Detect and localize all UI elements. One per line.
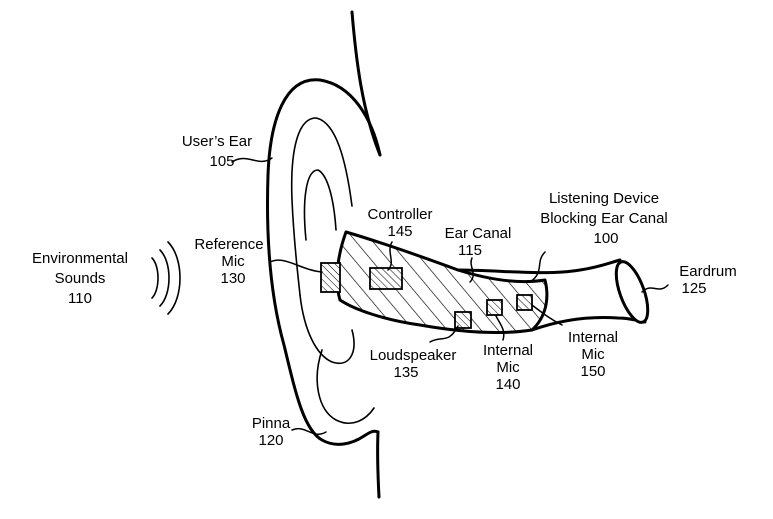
sound-wave-icon xyxy=(151,257,159,299)
label-pinna: Pinna 120 xyxy=(252,415,291,449)
label-users-ear: User’s Ear 105 xyxy=(182,133,252,170)
loudspeaker-ref: 135 xyxy=(393,364,418,381)
internal-mic-150-line2: Mic xyxy=(581,346,605,363)
pinna-line1: Pinna xyxy=(252,415,291,432)
listening-device-body xyxy=(335,230,549,334)
leader-pinna xyxy=(291,427,327,435)
sound-wave-2 xyxy=(159,249,170,307)
ear-concha xyxy=(299,294,355,365)
reference-mic-ref: 130 xyxy=(220,270,245,287)
eardrum-shape xyxy=(614,260,650,324)
internal-mic-140-line2: Mic xyxy=(496,359,520,376)
head-outline-lower xyxy=(376,430,381,499)
users-ear-line1: User’s Ear xyxy=(182,133,252,150)
leader-reference-mic xyxy=(269,259,323,273)
pinna-ref: 120 xyxy=(258,432,283,449)
ear-inner-rim xyxy=(290,117,353,296)
sound-wave-3 xyxy=(167,241,181,315)
ear-canal-ref: 115 xyxy=(458,242,482,259)
internal-mic-150-ref: 150 xyxy=(580,363,605,380)
ear-inner-rim-2 xyxy=(303,169,337,241)
label-internal-mic-140: Internal Mic 140 xyxy=(483,342,533,393)
internal-mic-140-line1: Internal xyxy=(483,342,533,359)
leader-ear-canal xyxy=(469,257,474,283)
leader-controller xyxy=(387,241,393,271)
internal-mic-140-box xyxy=(486,299,503,316)
label-internal-mic-150: Internal Mic 150 xyxy=(568,329,618,380)
environmental-sounds-line2: Sounds xyxy=(55,270,106,287)
ear-canal-line1: Ear Canal xyxy=(445,225,512,242)
label-reference-mic: Reference Mic 130 xyxy=(194,236,263,287)
users-ear-ref: 105 xyxy=(209,153,234,170)
head-outline xyxy=(350,10,382,157)
environmental-sounds-line1: Environmental xyxy=(32,250,128,267)
internal-mic-150-line1: Internal xyxy=(568,329,618,346)
controller-ref: 145 xyxy=(387,223,412,240)
ear-lobe-inner xyxy=(316,349,375,424)
leader-internal-mic-140 xyxy=(495,315,505,341)
leader-internal-mic-150 xyxy=(531,304,563,326)
controller-box xyxy=(369,267,403,290)
label-listening-device: Listening Device Blocking Ear Canal 100 xyxy=(540,190,668,247)
label-loudspeaker: Loudspeaker 135 xyxy=(370,347,457,381)
listening-device-line2: Blocking Ear Canal xyxy=(540,210,668,227)
label-ear-canal: Ear Canal 115 xyxy=(445,225,512,259)
reference-mic-line2: Mic xyxy=(221,253,245,270)
label-controller: Controller 145 xyxy=(367,206,432,240)
ear-canal-upper-wall xyxy=(456,258,622,275)
environmental-sounds-ref: 110 xyxy=(68,290,92,307)
leader-loudspeaker xyxy=(429,325,459,343)
leader-listening-device xyxy=(529,251,546,283)
leader-eardrum xyxy=(641,284,669,293)
internal-mic-140-ref: 140 xyxy=(495,376,520,393)
reference-mic-box xyxy=(320,262,341,293)
controller-line1: Controller xyxy=(367,206,432,223)
internal-mic-150-box xyxy=(516,294,533,311)
loudspeaker-box xyxy=(454,311,472,329)
loudspeaker-line1: Loudspeaker xyxy=(370,347,457,364)
eardrum-line1: Eardrum xyxy=(679,263,737,280)
ear-outer-helix xyxy=(266,78,382,446)
listening-device-ref: 100 xyxy=(593,230,618,247)
listening-device-line1: Listening Device xyxy=(549,190,659,207)
label-environmental-sounds: Environmental Sounds 110 xyxy=(32,250,128,307)
reference-mic-line1: Reference xyxy=(194,236,263,253)
eardrum-ref: 125 xyxy=(681,280,706,297)
label-eardrum: Eardrum 125 xyxy=(679,263,737,297)
leader-users-ear xyxy=(231,157,273,163)
